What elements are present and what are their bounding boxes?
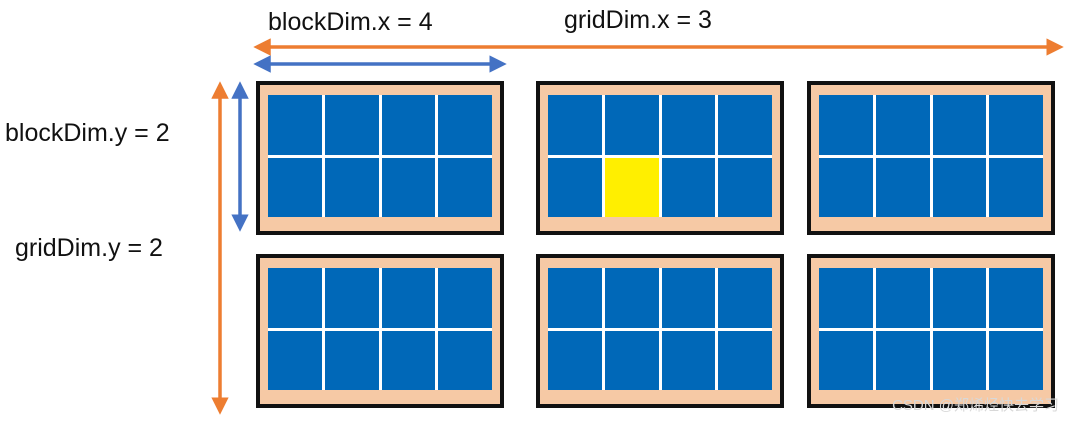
thread-cell	[875, 95, 930, 155]
thread-cell	[548, 268, 602, 328]
thread-cell	[819, 95, 873, 155]
thread-cell	[718, 95, 772, 155]
thread-block	[807, 254, 1055, 408]
thread-cell	[718, 157, 772, 217]
block-dim-y-label: blockDim.y = 2	[5, 119, 170, 147]
thread-cell	[324, 95, 379, 155]
thread-cell	[932, 95, 987, 155]
thread-cell	[324, 157, 379, 217]
grid-dim-y-label: gridDim.y = 2	[15, 234, 163, 262]
thread-cell	[381, 330, 436, 390]
thread-cell	[932, 330, 987, 390]
thread-cell	[548, 95, 602, 155]
thread-cell	[989, 268, 1043, 328]
thread-cell	[604, 330, 659, 390]
thread-cell	[381, 268, 436, 328]
thread-cell	[718, 268, 772, 328]
thread-cell	[661, 330, 716, 390]
thread-block	[536, 81, 784, 235]
thread-cell	[268, 268, 322, 328]
thread-cell	[661, 268, 716, 328]
thread-block	[256, 81, 504, 235]
thread-cell	[819, 157, 873, 217]
grid-dim-x-label: gridDim.x = 3	[564, 6, 712, 34]
thread-cell	[661, 95, 716, 155]
thread-cell	[989, 330, 1043, 390]
thread-cell	[268, 330, 322, 390]
thread-cell	[381, 157, 436, 217]
thread-cell	[438, 95, 492, 155]
thread-cell	[819, 268, 873, 328]
thread-cell	[438, 157, 492, 217]
thread-cell	[381, 95, 436, 155]
thread-cell	[661, 157, 716, 217]
thread-cell	[438, 330, 492, 390]
csdn-watermark: CSDN @郑烯烃快去学习	[892, 397, 1059, 414]
thread-cell	[989, 157, 1043, 217]
highlighted-thread	[604, 157, 659, 217]
thread-cell	[324, 330, 379, 390]
thread-cell	[819, 330, 873, 390]
thread-block	[536, 254, 784, 408]
thread-cell	[875, 330, 930, 390]
thread-cell	[989, 95, 1043, 155]
thread-block	[807, 81, 1055, 235]
thread-cell	[548, 157, 602, 217]
thread-cell	[324, 268, 379, 328]
thread-cell	[604, 95, 659, 155]
thread-cell	[548, 330, 602, 390]
thread-block	[256, 254, 504, 408]
thread-cell	[438, 268, 492, 328]
thread-cell	[875, 268, 930, 328]
thread-cell	[875, 157, 930, 217]
thread-cell	[718, 330, 772, 390]
thread-cell	[268, 157, 322, 217]
block-dim-x-label: blockDim.x = 4	[268, 8, 433, 36]
thread-cell	[932, 268, 987, 328]
thread-cell	[604, 268, 659, 328]
thread-cell	[268, 95, 322, 155]
thread-cell	[932, 157, 987, 217]
